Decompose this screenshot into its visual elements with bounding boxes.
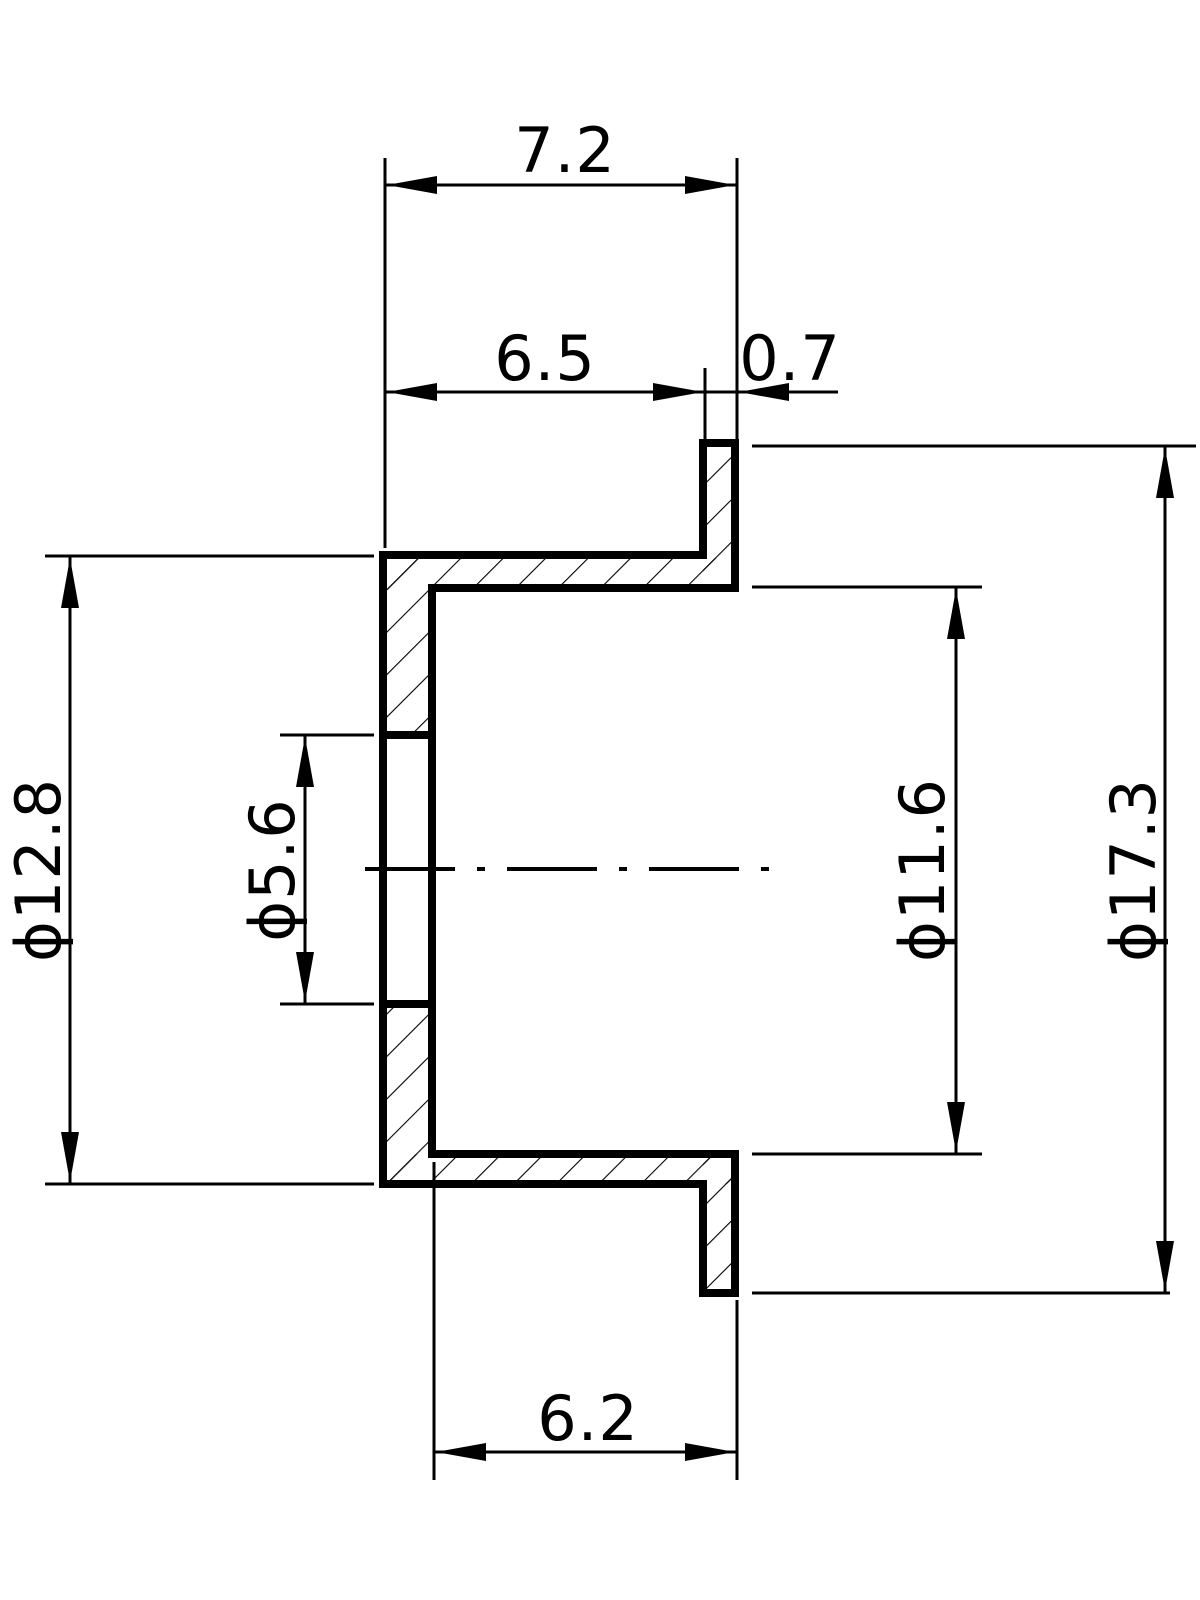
arrow-overall-left [387,176,437,194]
extension-lines [45,158,1196,1480]
dim-outer-diameter: ϕ12.8 [2,778,75,962]
dim-flange-thickness: 0.7 [739,322,841,395]
section-hatching [385,446,733,1292]
arrow-overall-right [685,176,735,194]
dimension-lines [68,183,1167,1454]
arrow-bore-bottom [947,1102,965,1152]
dim-flange-diameter: ϕ17.3 [1097,778,1170,962]
arrow-outer-top [61,558,79,608]
hatch-bottom-flange [703,1154,733,1292]
dimension-texts: 7.2 6.5 0.7 6.2 ϕ12.8 ϕ5.6 ϕ11.6 ϕ17.3 [2,114,1170,1455]
hatch-left-upper [385,558,433,736]
arrowheads [61,176,1174,1461]
arrow-outer-bottom [61,1132,79,1182]
arrow-flange-thickness [739,383,789,401]
hatch-bottom-wall [385,1154,733,1184]
arrow-bore-top [947,589,965,639]
arrow-body-right [653,383,703,401]
arrow-body-left [387,383,437,401]
dim-bore-length: 6.2 [537,1382,639,1455]
hatch-top-flange [703,446,733,590]
arrow-flange-bottom [1156,1241,1174,1291]
arrow-bore-length-right [685,1443,735,1461]
arrow-hole-top [296,737,314,787]
dim-body-length: 6.5 [494,322,596,395]
arrow-flange-top [1156,448,1174,498]
dim-bore-diameter: ϕ11.6 [886,778,959,962]
arrow-hole-bottom [296,952,314,1002]
dim-hole-diameter: ϕ5.6 [236,798,309,942]
dim-overall-length: 7.2 [514,114,616,187]
arrow-bore-length-left [436,1443,486,1461]
